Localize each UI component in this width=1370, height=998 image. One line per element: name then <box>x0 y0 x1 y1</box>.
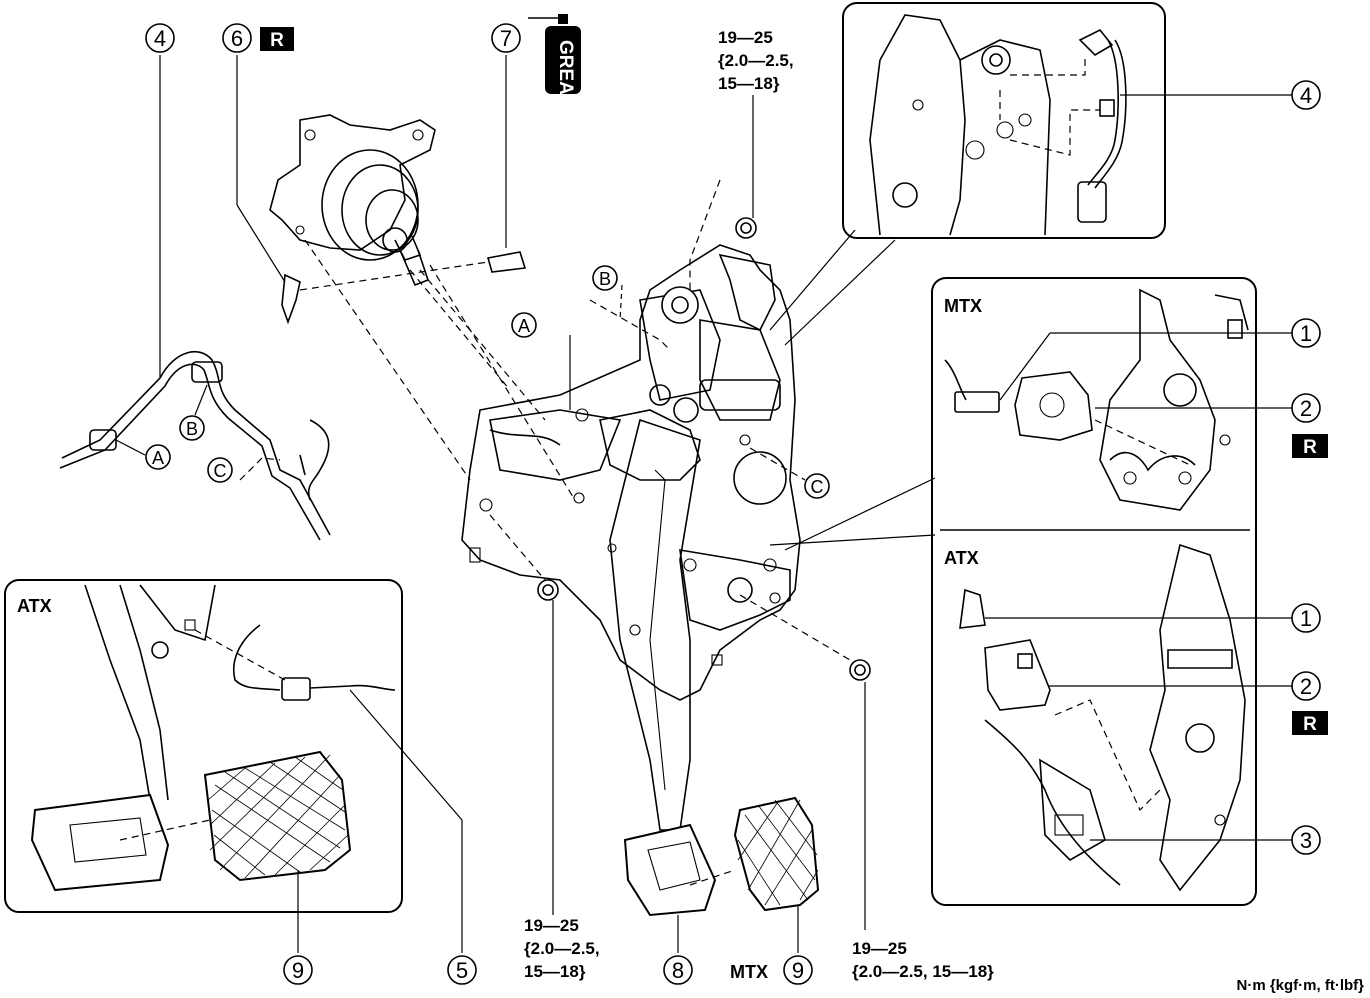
top-detail-panel <box>842 2 1292 239</box>
svg-text:R: R <box>1303 714 1317 735</box>
svg-text:A: A <box>152 448 164 468</box>
mtx-panel-label: MTX <box>944 296 982 316</box>
svg-text:3: 3 <box>1300 828 1312 853</box>
svg-text:19—25: 19—25 <box>718 28 773 47</box>
callout-5: 5 <box>447 955 477 985</box>
svg-text:2: 2 <box>1300 396 1312 421</box>
torque-bottom-left: 19—25 {2.0—2.5, 15—18} <box>524 916 600 981</box>
brake-pedal-arm <box>609 418 736 917</box>
svg-text:4: 4 <box>154 26 166 51</box>
units-label: N·m {kgf·m, ft·lbf} <box>1237 977 1365 994</box>
letter-b-harness: B <box>179 415 205 441</box>
letter-c-bracket: C <box>804 473 830 499</box>
switch-detail-panel <box>931 277 1257 906</box>
atx-panel-label-right: ATX <box>944 548 979 568</box>
svg-text:9: 9 <box>292 958 304 983</box>
svg-text:B: B <box>599 269 611 289</box>
svg-text:C: C <box>214 461 227 481</box>
svg-text:R: R <box>1303 437 1317 458</box>
callout-7: 7 <box>491 23 521 53</box>
pedal-bracket <box>461 217 871 701</box>
svg-text:4: 4 <box>1300 83 1312 108</box>
callout-4-detail: 4 <box>1291 80 1321 110</box>
callout-9-mtx: 9 <box>783 955 813 985</box>
svg-text:{2.0—2.5,: {2.0—2.5, <box>718 51 794 70</box>
callout-8: 8 <box>663 955 693 985</box>
svg-text:6: 6 <box>231 26 243 51</box>
svg-text:19—25: 19—25 <box>852 939 907 958</box>
grease-label: GREASE <box>555 40 576 120</box>
svg-text:7: 7 <box>500 26 512 51</box>
svg-text:15—18}: 15—18} <box>718 74 780 93</box>
letter-b-bracket: B <box>592 265 618 291</box>
svg-text:{2.0—2.5,: {2.0—2.5, <box>524 939 600 958</box>
replace-badge-6: R <box>260 27 294 51</box>
letter-a-harness: A <box>145 444 171 470</box>
grease-can-icon: GREASE <box>528 14 581 120</box>
svg-text:9: 9 <box>792 958 804 983</box>
svg-text:R: R <box>270 30 284 51</box>
svg-text:A: A <box>518 316 530 336</box>
svg-text:15—18}: 15—18} <box>524 962 586 981</box>
callout-4-top: 4 <box>145 23 175 53</box>
atx-pedal-pad-hatch <box>207 754 349 879</box>
callout-2-mtx: 2 <box>1291 393 1321 423</box>
callout-1-atx: 1 <box>1291 603 1321 633</box>
svg-text:C: C <box>811 477 824 497</box>
torque-top: 19—25 {2.0—2.5, 15—18} <box>718 28 794 93</box>
callout-9-atx: 9 <box>283 955 313 985</box>
letter-a-bracket: A <box>511 312 537 338</box>
letter-c-harness: C <box>207 457 233 483</box>
svg-text:2: 2 <box>1300 674 1312 699</box>
bottom-mtx-label: MTX <box>730 962 768 982</box>
callout-1-mtx: 1 <box>1291 318 1321 348</box>
callout-2-atx: 2 <box>1291 671 1321 701</box>
mtx-pedal-pad <box>733 796 820 912</box>
torque-bottom-right: 19—25 {2.0—2.5, 15—18} <box>852 939 994 981</box>
svg-text:1: 1 <box>1300 606 1312 631</box>
brake-booster <box>269 114 576 501</box>
atx-brake-panel <box>4 579 403 913</box>
svg-text:5: 5 <box>456 958 468 983</box>
svg-text:B: B <box>186 419 198 439</box>
atx-panel-label-left: ATX <box>17 596 52 616</box>
svg-text:1: 1 <box>1300 321 1312 346</box>
svg-text:8: 8 <box>672 958 684 983</box>
replace-badge-atx: R <box>1292 711 1328 735</box>
replace-badge-mtx: R <box>1292 434 1328 458</box>
svg-text:{2.0—2.5, 15—18}: {2.0—2.5, 15—18} <box>852 962 994 981</box>
callout-3: 3 <box>1291 825 1321 855</box>
wire-harness <box>59 350 331 541</box>
svg-text:19—25: 19—25 <box>524 916 579 935</box>
callout-6: 6 <box>222 23 252 53</box>
